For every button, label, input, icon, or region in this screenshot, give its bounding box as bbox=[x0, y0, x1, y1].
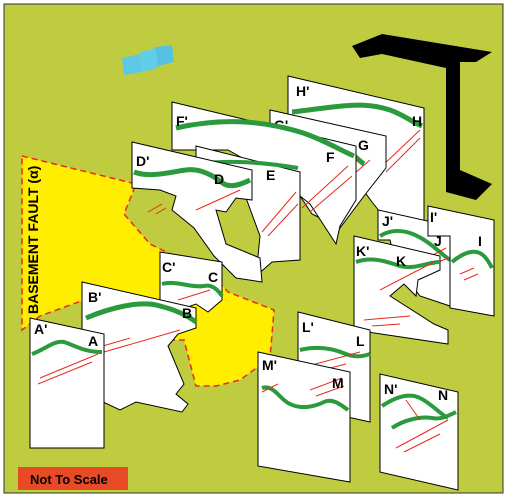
section-label-h-end: H bbox=[412, 113, 422, 129]
section-label-a-start: A' bbox=[34, 321, 47, 337]
section-label-c-end: C bbox=[208, 269, 218, 285]
section-label-n-start: N' bbox=[384, 381, 397, 397]
section-label-g-end: G bbox=[358, 137, 369, 153]
basement-fault-label: BASEMENT FAULT (α) bbox=[25, 166, 41, 314]
scale-badge-label: Not To Scale bbox=[30, 472, 108, 487]
section-label-m-end: M bbox=[332, 375, 344, 391]
section-label-l-end: L bbox=[356, 333, 365, 349]
section-label-c-start: C' bbox=[162, 259, 175, 275]
scale-badge: Not To Scale bbox=[18, 467, 128, 490]
section-panel-n: N' N bbox=[380, 374, 458, 490]
section-label-d-start: D' bbox=[136, 153, 149, 169]
section-label-d-end: D bbox=[214, 171, 224, 187]
section-label-l-start: L' bbox=[302, 319, 314, 335]
section-label-f-start: F' bbox=[176, 113, 188, 129]
section-label-k-end: K bbox=[396, 253, 406, 269]
section-panel-a: A' A bbox=[30, 318, 104, 448]
section-label-m-start: M' bbox=[262, 357, 277, 373]
section-label-i-start: I' bbox=[430, 209, 437, 225]
section-label-i-end: I bbox=[478, 233, 482, 249]
section-label-b-end: B bbox=[182, 305, 192, 321]
section-label-k-start: K' bbox=[356, 243, 369, 259]
section-panel-m: M' M bbox=[258, 352, 350, 482]
section-label-a-end: A bbox=[88, 333, 98, 349]
section-label-j-start: J' bbox=[382, 213, 393, 229]
section-label-b-start: B' bbox=[88, 289, 101, 305]
section-label-f-end: F bbox=[326, 149, 335, 165]
section-label-e-end: E bbox=[266, 167, 275, 183]
section-label-n-end: N bbox=[438, 387, 448, 403]
section-label-h-start: H' bbox=[296, 83, 309, 99]
